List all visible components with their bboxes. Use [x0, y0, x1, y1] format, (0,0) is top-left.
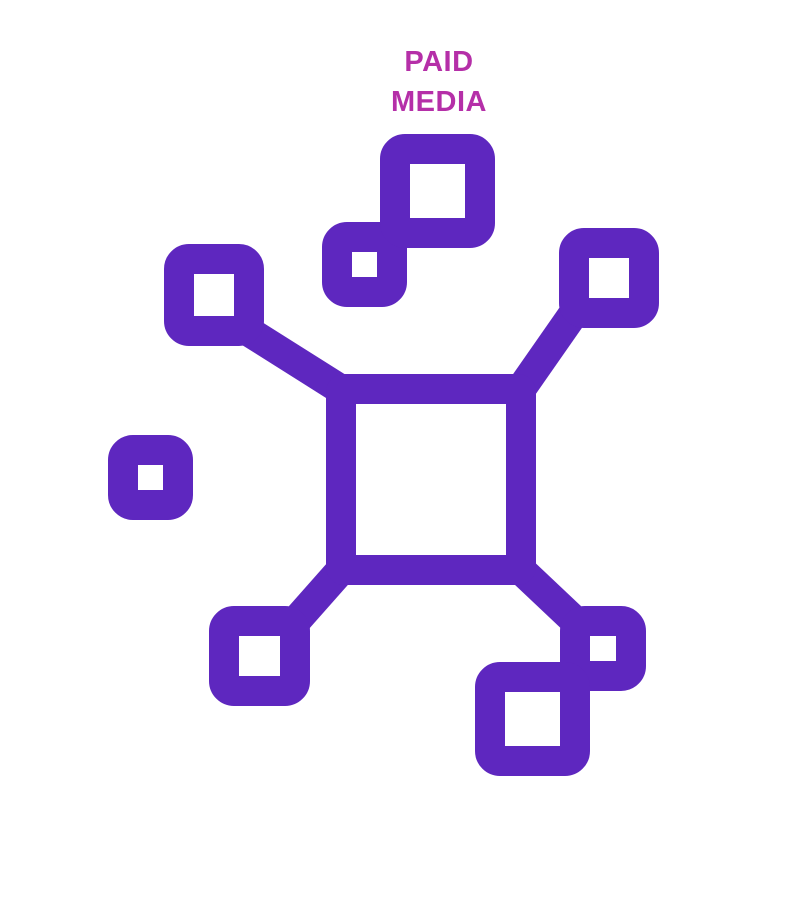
node-bottom-right-large: [475, 662, 590, 776]
label-line-2: MEDIA: [391, 86, 487, 118]
node-top-large: [380, 134, 495, 248]
connector-top-left: [240, 318, 348, 402]
connector-top-right: [508, 304, 587, 398]
node-top-right: [559, 228, 659, 328]
node-bottom-right-small: [560, 606, 646, 691]
node-top-left: [164, 244, 264, 346]
node-left: [108, 435, 193, 520]
node-bottom-left: [209, 606, 310, 706]
hub-square: [326, 374, 536, 585]
label-line-1: PAID: [404, 46, 474, 78]
paid-media-label: PAID MEDIA: [339, 42, 539, 122]
node-top-small: [322, 222, 407, 307]
